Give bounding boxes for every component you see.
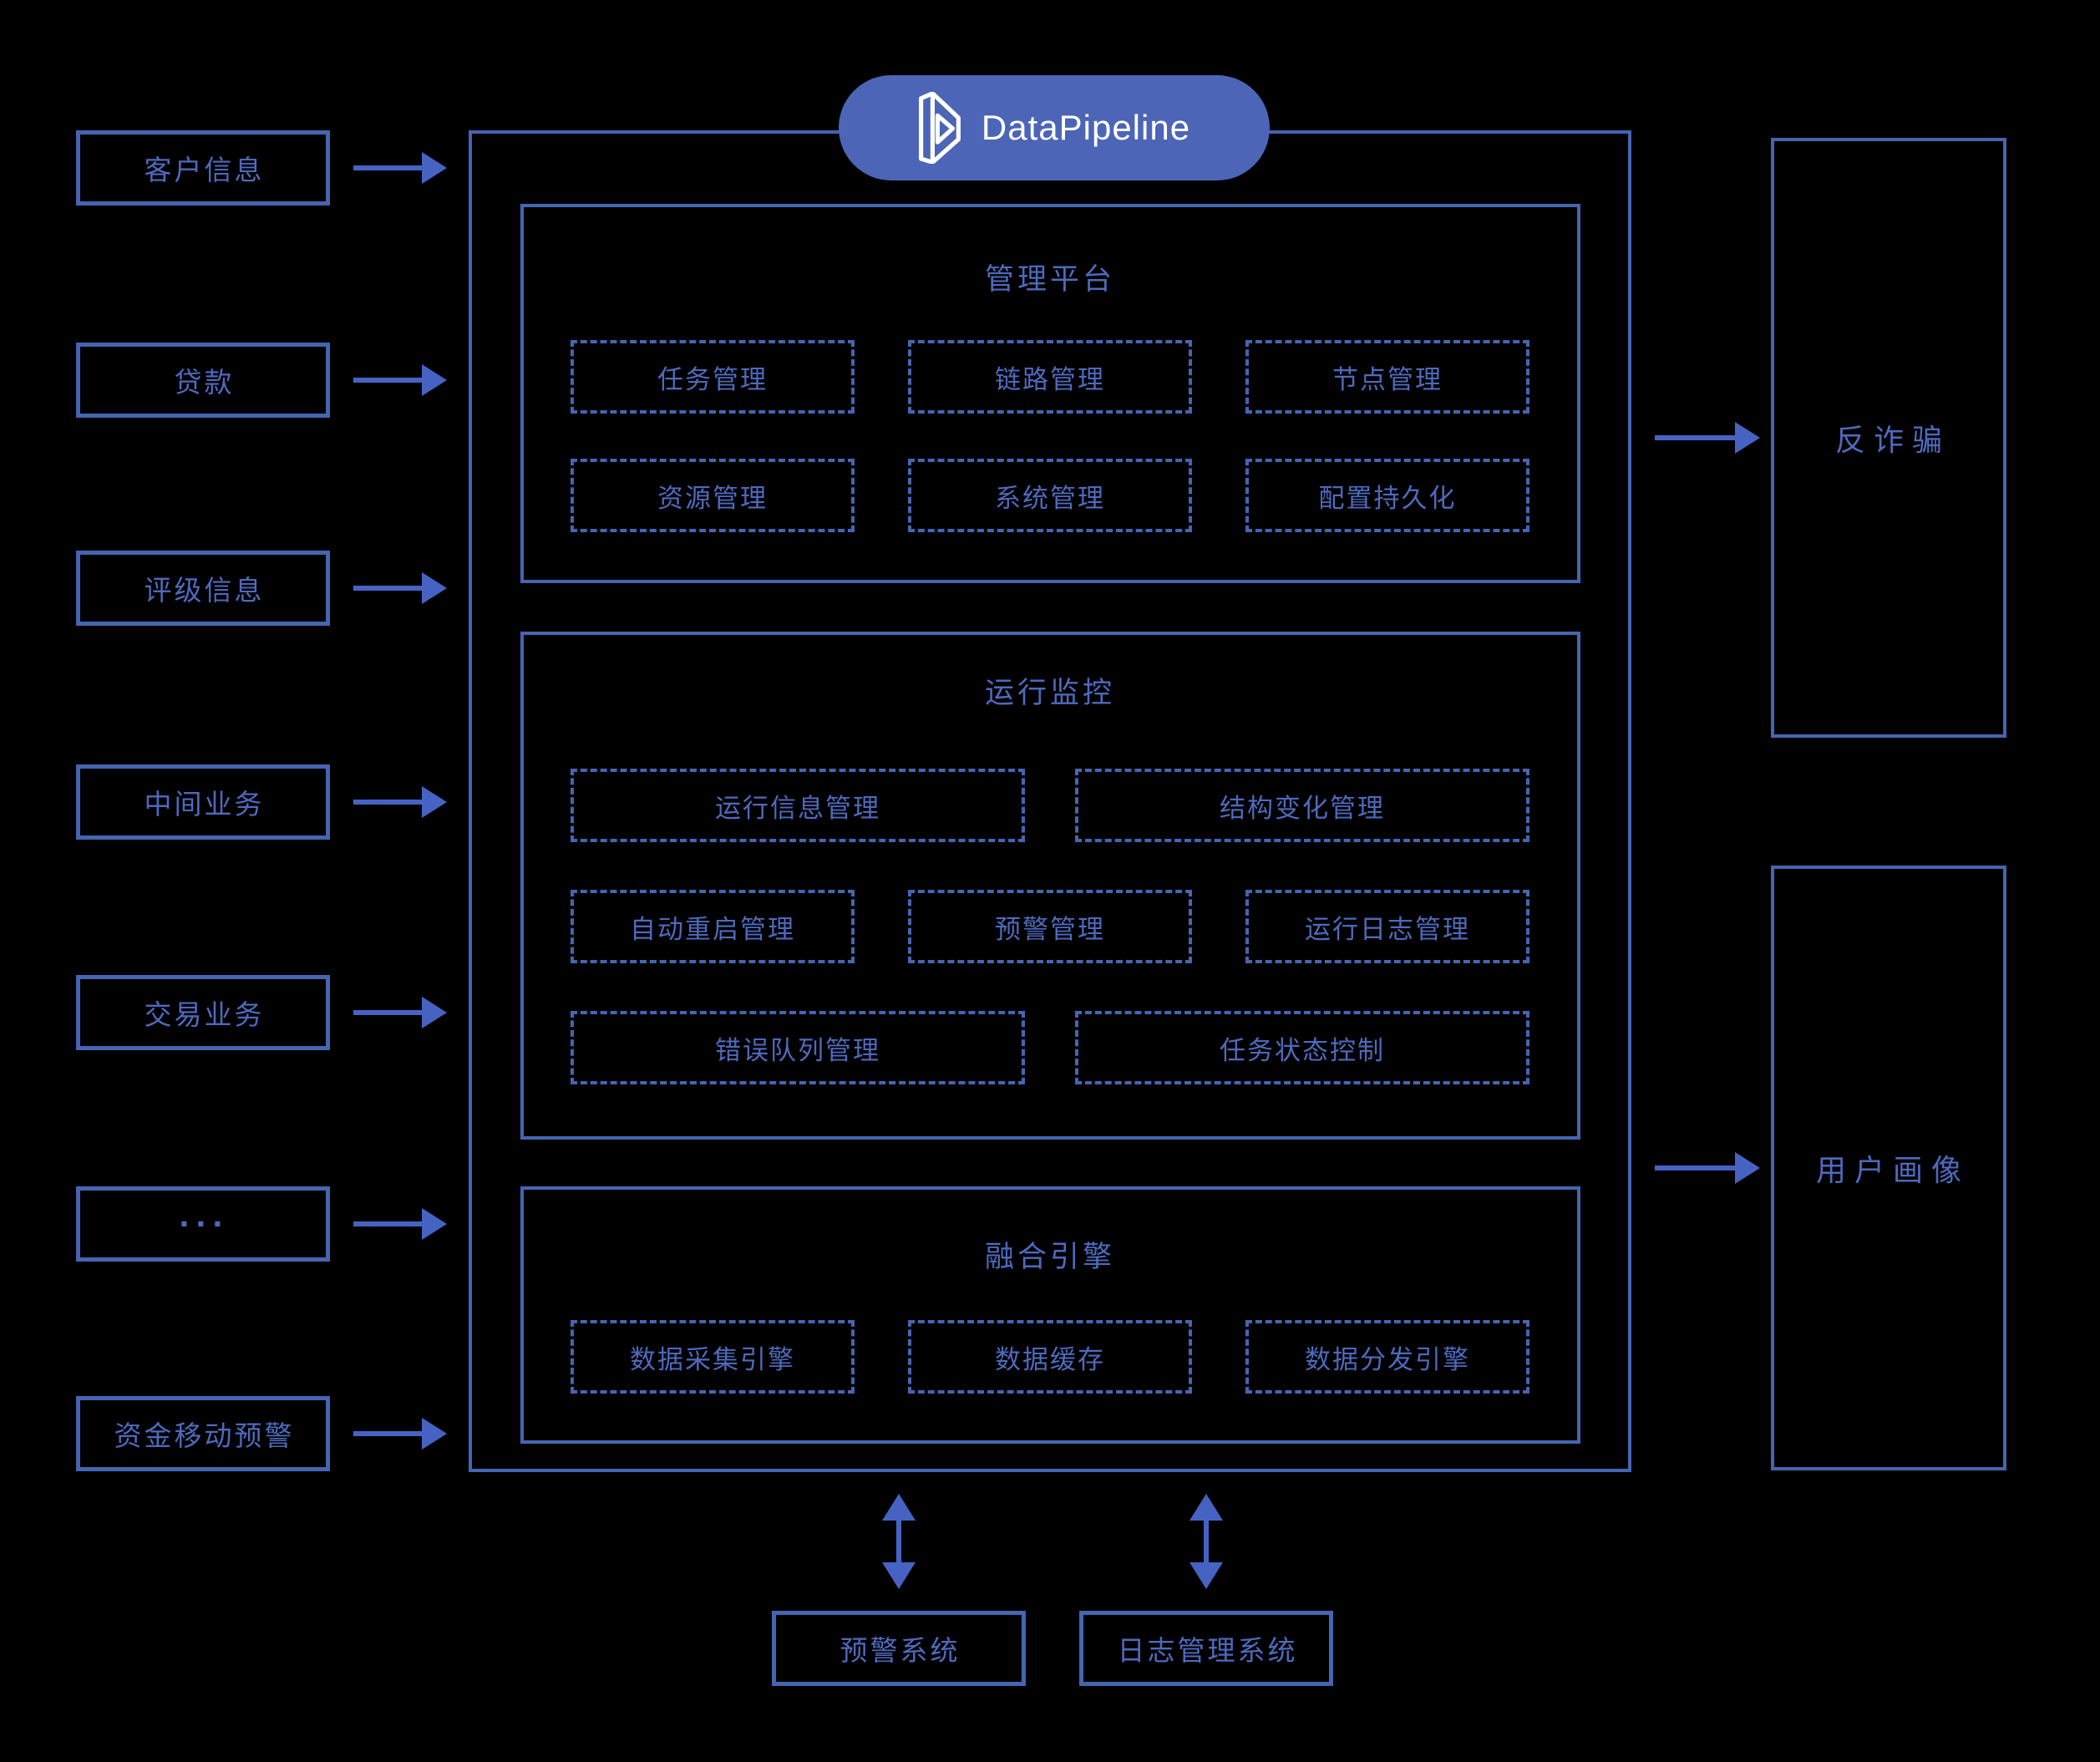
arrow-right-icon (353, 572, 447, 604)
arrow-vertical-double-icon (882, 1494, 916, 1589)
arrow-head-down (1189, 1562, 1223, 1589)
section-operation-monitoring (520, 632, 1580, 1140)
module-system-management: 系统管理 (908, 459, 1192, 532)
arrow-head-up (1189, 1494, 1223, 1521)
source-label: 客户信息 (144, 155, 265, 185)
arrow-shaft (353, 1221, 422, 1226)
source-label: 贷款 (174, 367, 235, 398)
arrow-head (422, 152, 447, 184)
arrow-head-up (882, 1494, 916, 1521)
arrow-head (422, 572, 447, 604)
target-node-anti-fraud: 反诈骗 (1771, 138, 2006, 738)
datapipeline-logo: DataPipeline (839, 75, 1270, 180)
module-link-management: 链路管理 (908, 340, 1192, 414)
module-label: 配置持久化 (1318, 483, 1457, 513)
arrow-head (1735, 422, 1760, 454)
system-node-alert-system: 预警系统 (772, 1611, 1026, 1686)
source-label: 资金移动预警 (114, 1420, 295, 1451)
module-label: 数据缓存 (995, 1344, 1105, 1374)
module-task-management: 任务管理 (571, 340, 855, 414)
arrow-shaft (353, 378, 422, 383)
arrow-shaft (896, 1521, 901, 1562)
module-label: 结构变化管理 (1220, 793, 1385, 823)
source-label: 中间业务 (144, 789, 265, 820)
arrow-right-icon (1655, 422, 1760, 454)
module-label: 系统管理 (995, 483, 1105, 513)
module-label: 运行信息管理 (715, 793, 880, 823)
arrow-head (422, 1418, 447, 1450)
section-management-platform (520, 204, 1580, 583)
target-label: 用户画像 (1815, 1153, 1970, 1187)
module-data-distribution-engine: 数据分发引擎 (1245, 1320, 1529, 1394)
source-label: 交易业务 (144, 999, 265, 1030)
arrow-right-icon (353, 997, 447, 1028)
arrow-head (422, 1208, 447, 1240)
arrow-shaft (353, 1431, 422, 1436)
module-runtime-log-management: 运行日志管理 (1245, 890, 1529, 963)
section-title-management: 管理平台 (984, 263, 1115, 296)
module-resource-management: 资源管理 (571, 459, 855, 532)
target-label: 反诈骗 (1834, 423, 1950, 457)
arrow-shaft (1655, 1165, 1735, 1170)
module-error-queue-management: 错误队列管理 (571, 1011, 1025, 1084)
source-node-loan: 贷款 (76, 343, 330, 418)
module-node-management: 节点管理 (1245, 340, 1529, 414)
source-node-intermediate-business: 中间业务 (76, 764, 330, 840)
target-node-user-portrait: 用户画像 (1771, 866, 2006, 1470)
module-label: 链路管理 (995, 364, 1105, 394)
system-label: 日志管理系统 (1117, 1635, 1298, 1666)
arrow-right-icon (353, 364, 447, 396)
datapipeline-prism-icon (918, 92, 961, 164)
arrow-head-down (882, 1562, 916, 1589)
module-label: 节点管理 (1332, 364, 1443, 394)
module-structure-change-management: 结构变化管理 (1075, 769, 1529, 842)
arrow-shaft (1204, 1521, 1209, 1562)
section-title-engine: 融合引擎 (984, 1241, 1115, 1273)
module-label: 数据分发引擎 (1305, 1344, 1470, 1374)
module-label: 任务状态控制 (1220, 1035, 1385, 1065)
module-label: 运行日志管理 (1305, 914, 1470, 944)
source-label: ··· (179, 1204, 230, 1243)
source-node-fund-movement-alert: 资金移动预警 (76, 1396, 330, 1471)
arrow-shaft (353, 1010, 422, 1015)
arrow-shaft (1655, 435, 1735, 440)
module-data-collection-engine: 数据采集引擎 (571, 1320, 855, 1394)
section-fusion-engine (520, 1186, 1580, 1444)
module-label: 资源管理 (657, 483, 768, 513)
module-label: 任务管理 (657, 364, 768, 394)
source-node-rating-info: 评级信息 (76, 551, 330, 626)
system-node-log-management-system: 日志管理系统 (1079, 1611, 1333, 1686)
brand-name: DataPipeline (981, 108, 1191, 147)
module-data-cache: 数据缓存 (908, 1320, 1192, 1394)
arrow-head (422, 364, 447, 396)
arrow-shaft (353, 586, 422, 591)
module-task-state-control: 任务状态控制 (1075, 1011, 1529, 1084)
source-node-ellipsis: ··· (76, 1186, 330, 1262)
module-label: 自动重启管理 (630, 914, 795, 944)
source-node-trading-business: 交易业务 (76, 975, 330, 1050)
arrow-vertical-double-icon (1189, 1494, 1223, 1589)
module-config-persistence: 配置持久化 (1245, 459, 1529, 532)
module-label: 数据采集引擎 (630, 1344, 795, 1374)
section-title-monitoring: 运行监控 (984, 677, 1115, 709)
source-label: 评级信息 (144, 575, 265, 606)
arrow-right-icon (1655, 1152, 1760, 1184)
arrow-shaft (353, 165, 422, 170)
arrow-head (422, 786, 447, 818)
module-label: 错误队列管理 (715, 1035, 880, 1065)
arrow-head (1735, 1152, 1760, 1184)
module-auto-restart-management: 自动重启管理 (571, 890, 855, 963)
source-node-customer-info: 客户信息 (76, 130, 330, 206)
arrow-right-icon (353, 786, 447, 818)
arrow-shaft (353, 800, 422, 805)
arrow-right-icon (353, 152, 447, 184)
arrow-head (422, 997, 447, 1028)
system-label: 预警系统 (839, 1635, 961, 1666)
module-runtime-info-management: 运行信息管理 (571, 769, 1025, 842)
module-alert-management: 预警管理 (908, 890, 1192, 963)
arrow-right-icon (353, 1418, 447, 1450)
module-label: 预警管理 (995, 914, 1105, 944)
arrow-right-icon (353, 1208, 447, 1240)
